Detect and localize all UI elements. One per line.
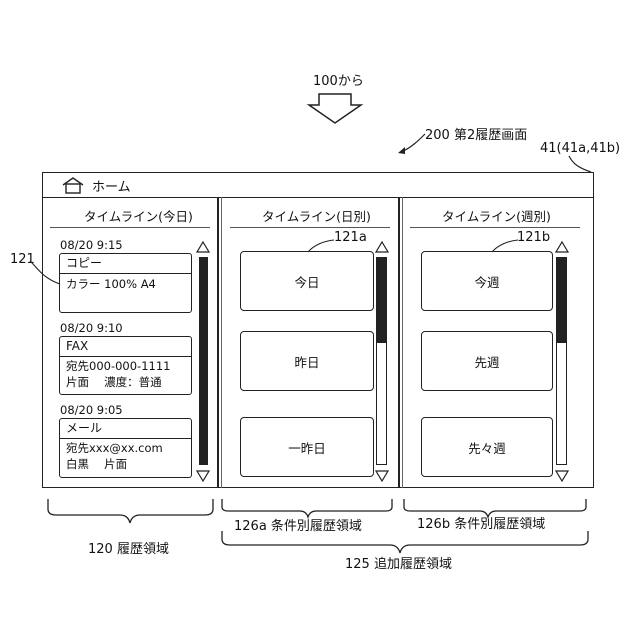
title-underline <box>410 227 580 228</box>
column-divider <box>402 197 403 488</box>
card-detail: 白黒 片面 <box>66 456 185 472</box>
scroll-up-arrow-icon[interactable] <box>196 241 210 253</box>
leader-121b-icon <box>478 237 520 255</box>
daily-button-day-before[interactable]: 一昨日 <box>240 417 374 477</box>
weekly-button-this-week[interactable]: 今週 <box>421 251 553 311</box>
ref-121a: 121a <box>334 230 367 245</box>
home-label[interactable]: ホーム <box>92 176 131 195</box>
timeline-timestamp: 08/20 9:10 <box>60 321 123 335</box>
home-icon[interactable] <box>61 176 85 194</box>
down-arrow-icon <box>305 92 365 126</box>
column-divider <box>398 197 400 488</box>
timeline-timestamp: 08/20 9:05 <box>60 403 123 417</box>
conditional-area-label-a: 126a 条件別履歴領域 <box>234 515 362 534</box>
weekly-button-last-week[interactable]: 先週 <box>421 331 553 391</box>
screen-label: 200 第2履歴画面 <box>425 124 527 143</box>
card-detail: 宛先xxx@xx.com <box>66 440 185 456</box>
scroll-down-arrow-icon[interactable] <box>196 470 210 482</box>
timeline-card-fax[interactable]: FAX 宛先000-000-1111 片面 濃度：普通 <box>59 336 192 395</box>
card-type: メール <box>60 419 191 439</box>
timeline-timestamp: 08/20 9:15 <box>60 238 123 252</box>
title-underline <box>230 227 390 228</box>
column-divider <box>221 197 222 488</box>
column-title-weekly: タイムライン(週別) <box>442 206 551 225</box>
column-title-daily: タイムライン(日別) <box>262 206 371 225</box>
daily-button-yesterday[interactable]: 昨日 <box>240 331 374 391</box>
scroll-up-arrow-icon[interactable] <box>375 241 389 253</box>
scroll-up-arrow-icon[interactable] <box>555 241 569 253</box>
scrollbar-thumb[interactable] <box>557 258 566 343</box>
scroll-down-arrow-icon[interactable] <box>555 470 569 482</box>
card-type: FAX <box>60 337 191 357</box>
card-detail: カラー 100% A4 <box>60 274 191 295</box>
daily-button-today[interactable]: 今日 <box>240 251 374 311</box>
additional-area-label: 125 追加履歴領域 <box>345 553 452 572</box>
scroll-down-arrow-icon[interactable] <box>375 470 389 482</box>
screen-leader-icon <box>395 130 435 158</box>
column-title-today: タイムライン(今日) <box>84 206 193 225</box>
card-type: コピー <box>60 254 191 274</box>
leader-121a-icon <box>296 237 336 255</box>
column-divider <box>217 197 219 488</box>
timeline-card-mail[interactable]: メール 宛先xxx@xx.com 白黒 片面 <box>59 418 192 478</box>
title-underline <box>50 227 210 228</box>
history-area-label: 120 履歴領域 <box>88 538 169 557</box>
from-label: 100から <box>313 70 364 89</box>
timeline-card-copy[interactable]: コピー カラー 100% A4 <box>59 253 192 313</box>
card-detail: 宛先000-000-1111 <box>66 358 185 374</box>
leader-121-icon <box>28 258 64 288</box>
card-detail: 片面 濃度：普通 <box>66 374 185 390</box>
scrollbar-thumb[interactable] <box>199 257 208 465</box>
conditional-area-label-b: 126b 条件別履歴領域 <box>417 513 545 532</box>
scrollbar-thumb[interactable] <box>377 258 386 343</box>
weekly-button-week-before[interactable]: 先々週 <box>421 417 553 477</box>
ref-121b: 121b <box>517 230 550 245</box>
